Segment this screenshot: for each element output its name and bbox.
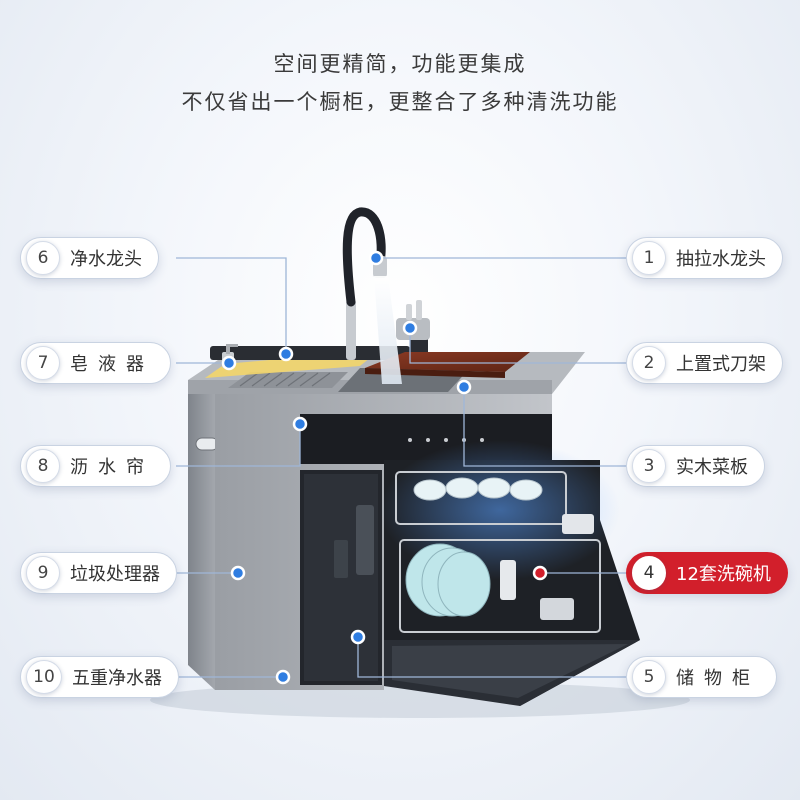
headline-line-1: 空间更精简，功能更集成 <box>273 52 527 76</box>
feature-number: 10 <box>26 660 62 694</box>
feature-8-drain-curtain: 8 沥水帘 <box>20 445 171 487</box>
lower-rack <box>399 539 601 633</box>
feature-label: 净水龙头 <box>70 249 142 270</box>
marker-dot-highlight <box>532 565 548 581</box>
marker-dot <box>368 250 384 266</box>
floor-shadow <box>150 682 690 718</box>
side-handle <box>195 437 219 451</box>
feature-number: 5 <box>632 660 666 694</box>
feature-label: 沥水帘 <box>70 457 154 478</box>
back-rail <box>210 346 410 360</box>
drain-rack <box>228 372 348 388</box>
cutting-board <box>365 352 530 372</box>
upper-rack <box>395 471 567 525</box>
feature-number: 3 <box>632 449 666 483</box>
water-stream <box>374 276 402 384</box>
feature-label: 抽拉水龙头 <box>676 249 766 270</box>
feature-6-faucet-purifier: 6 净水龙头 <box>20 237 159 279</box>
faucet-column <box>346 300 356 360</box>
feature-3-wood-cutting-board: 3 实木菜板 <box>626 445 765 487</box>
feature-2-knife-rack: 2 上置式刀架 <box>626 342 783 384</box>
feature-label: 五重净水器 <box>72 668 162 689</box>
marker-dot <box>230 565 246 581</box>
feature-10-water-purifier: 10 五重净水器 <box>20 656 179 698</box>
feature-label: 实木菜板 <box>676 457 748 478</box>
feature-label: 储物柜 <box>676 668 760 689</box>
cabinet-side <box>188 386 215 690</box>
marker-dot <box>402 320 418 336</box>
marker-dot <box>221 355 237 371</box>
feature-label: 垃圾处理器 <box>70 564 160 585</box>
marker-dot <box>275 669 291 685</box>
feature-label: 皂液器 <box>70 354 154 375</box>
feature-4-dishwasher: 4 12套洗碗机 <box>626 552 788 594</box>
feature-number: 2 <box>632 346 666 380</box>
headline-line-2: 不仅省出一个橱柜，更整合了多种清洗功能 <box>181 90 619 114</box>
marker-dot <box>292 416 308 432</box>
faucet-hose <box>342 207 386 307</box>
feature-number: 6 <box>26 241 60 275</box>
feature-number: 9 <box>26 556 60 590</box>
feature-number: 1 <box>632 241 666 275</box>
feature-label: 上置式刀架 <box>676 354 766 375</box>
feature-9-garbage-disposer: 9 垃圾处理器 <box>20 552 177 594</box>
feature-number: 8 <box>26 449 60 483</box>
feature-5-storage-cabinet: 5 储物柜 <box>626 656 777 698</box>
feature-7-soap-dispenser: 7 皂液器 <box>20 342 171 384</box>
marker-dot <box>456 379 472 395</box>
cabinet-front <box>215 394 552 690</box>
marker-dot <box>350 629 366 645</box>
feature-label: 12套洗碗机 <box>676 564 771 585</box>
marker-dot <box>278 346 294 362</box>
feature-number: 4 <box>632 556 666 590</box>
feature-1-pullout-faucet: 1 抽拉水龙头 <box>626 237 783 279</box>
feature-number: 7 <box>26 346 60 380</box>
